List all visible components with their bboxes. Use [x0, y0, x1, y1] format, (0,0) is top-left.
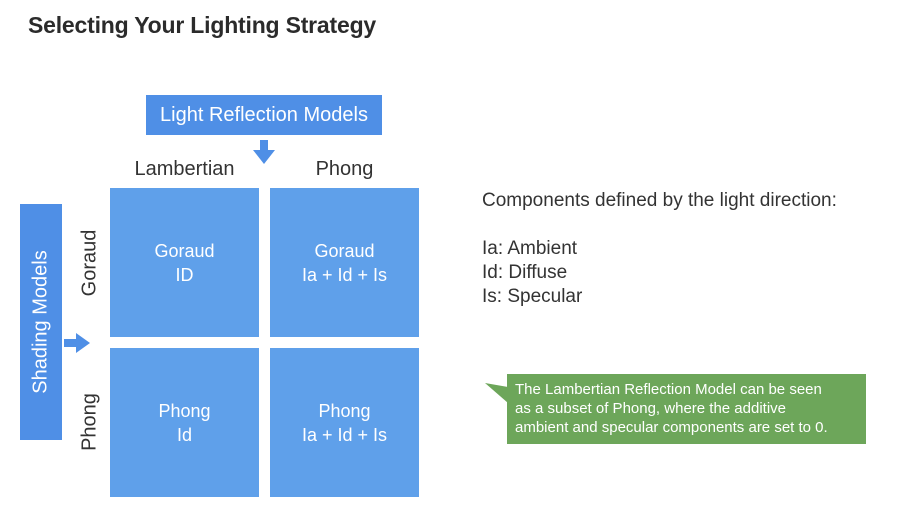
light-reflection-models-header: Light Reflection Models — [146, 95, 382, 135]
cell-phong-phong: Phong Ia + Id + Is — [270, 348, 419, 497]
cell-phong-lambertian: Phong Id — [110, 348, 259, 497]
column-label-phong: Phong — [315, 158, 374, 180]
cell-formula: Id — [176, 424, 192, 445]
cell-title: Phong — [158, 400, 211, 421]
component-diffuse: Id: Diffuse — [482, 262, 568, 283]
cell-goraud-phong: Goraud Ia + Id + Is — [270, 188, 419, 337]
component-specular: Is: Specular — [482, 286, 583, 307]
note-line: The Lambertian Reflection Model can be s… — [515, 381, 822, 398]
note-line: as a subset of Phong, where the additive — [515, 400, 787, 417]
callout-pointer-icon — [485, 383, 508, 403]
cell-formula: Ia + Id + Is — [301, 264, 388, 285]
note-line: ambient and specular components are set … — [515, 419, 828, 436]
cell-formula: Ia + Id + Is — [301, 424, 388, 445]
column-label-lambertian: Lambertian — [134, 158, 235, 180]
cell-formula: ID — [175, 264, 194, 285]
arrow-right-icon — [64, 333, 90, 353]
shading-models-label: Shading Models — [29, 250, 52, 394]
arrow-down-icon — [253, 140, 275, 164]
cell-title: Goraud — [314, 240, 375, 261]
cell-title: Phong — [318, 400, 371, 421]
cell-goraud-lambertian: Goraud ID — [110, 188, 259, 337]
component-ambient: Ia: Ambient — [482, 238, 578, 259]
cell-title: Goraud — [154, 240, 215, 261]
page-title: Selecting Your Lighting Strategy — [28, 12, 377, 38]
shading-models-header: Shading Models — [20, 204, 62, 440]
components-heading: Components defined by the light directio… — [482, 190, 837, 211]
callout-note: The Lambertian Reflection Model can be s… — [507, 374, 866, 444]
